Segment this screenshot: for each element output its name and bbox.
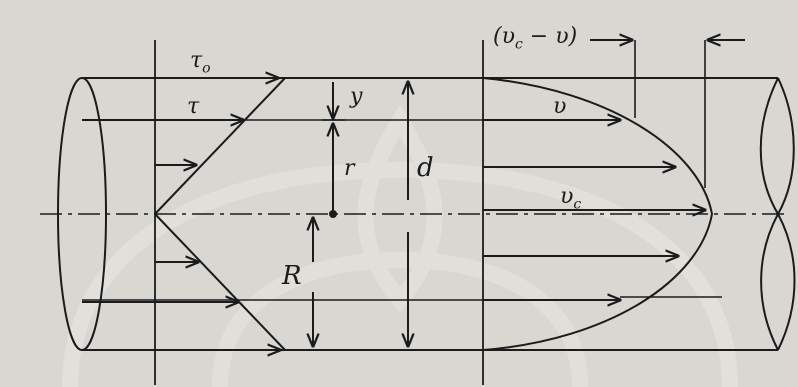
watermark [62,104,738,387]
shear-stress-line-upper [154,77,286,215]
wall-shear-label: τo [190,48,211,77]
velocity-profile-curve [482,77,714,351]
centerline-velocity-label: υc [560,184,582,213]
shear-stress-line-lower [154,213,286,351]
d-label: d [417,153,434,183]
R-label: R [282,261,302,291]
pipe [40,77,796,351]
y-label: y [350,84,363,109]
point-marker [329,210,337,218]
velocity-deficit-label: (υc − υ) [493,24,578,53]
r-label: r [344,156,355,181]
velocity-label: υ [553,94,567,119]
shear-label: τ [187,94,200,119]
velocity-arrows [82,120,722,300]
